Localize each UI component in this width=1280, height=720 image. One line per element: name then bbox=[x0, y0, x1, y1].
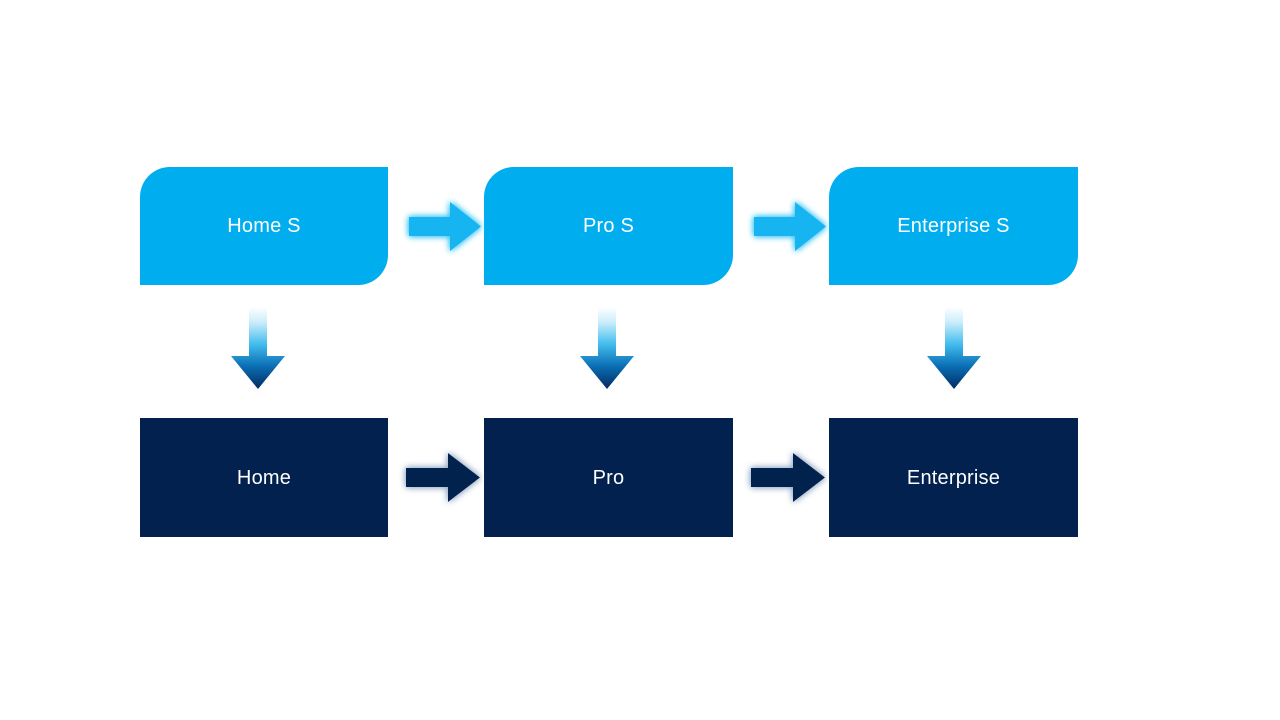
down-arrow-1 bbox=[229, 307, 287, 391]
node-pro-s[interactable]: Pro S bbox=[484, 167, 733, 285]
node-pro[interactable]: Pro bbox=[484, 418, 733, 537]
node-label-pro: Pro bbox=[592, 466, 625, 489]
down-arrow-2 bbox=[578, 307, 636, 391]
node-home-s[interactable]: Home S bbox=[140, 167, 388, 285]
down-arrow-3 bbox=[925, 307, 983, 391]
top-arrow-2-right bbox=[752, 200, 828, 253]
node-label-enterprise: Enterprise bbox=[906, 466, 1001, 489]
bottom-arrow-2-right bbox=[749, 451, 827, 504]
bottom-arrow-1-right bbox=[404, 451, 482, 504]
node-label-pro-s: Pro S bbox=[582, 215, 635, 237]
node-enterprise[interactable]: Enterprise bbox=[829, 418, 1078, 537]
node-label-home-s: Home S bbox=[227, 215, 301, 237]
node-home[interactable]: Home bbox=[140, 418, 388, 537]
node-label-enterprise-s: Enterprise S bbox=[897, 215, 1010, 237]
top-arrow-1-right bbox=[407, 200, 483, 253]
node-label-home: Home bbox=[236, 466, 292, 489]
node-enterprise-s[interactable]: Enterprise S bbox=[829, 167, 1078, 285]
